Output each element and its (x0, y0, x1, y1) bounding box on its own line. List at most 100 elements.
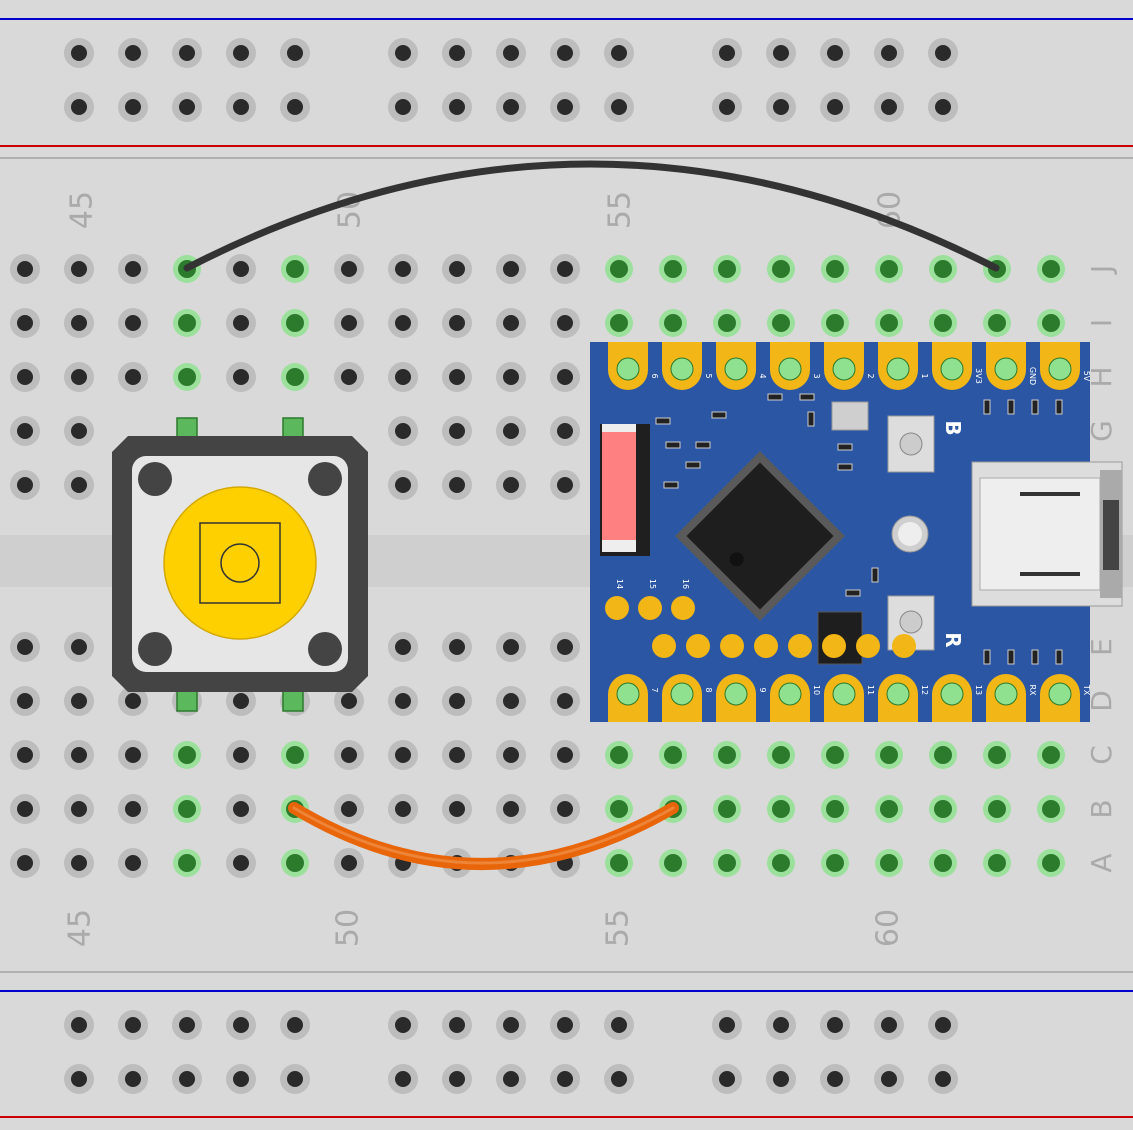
breadboard-hole[interactable] (1037, 849, 1065, 877)
breadboard-hole[interactable] (10, 848, 40, 878)
breadboard-hole[interactable] (173, 309, 201, 337)
breadboard-hole[interactable] (983, 849, 1011, 877)
breadboard-hole[interactable] (334, 254, 364, 284)
pushbutton-cap[interactable] (163, 486, 317, 640)
rail-hole[interactable] (442, 1064, 472, 1094)
breadboard-hole[interactable] (605, 795, 633, 823)
breadboard-hole[interactable] (334, 362, 364, 392)
breadboard-hole[interactable] (334, 794, 364, 824)
breadboard-hole[interactable] (281, 309, 309, 337)
breadboard-hole[interactable] (10, 686, 40, 716)
breadboard-hole[interactable] (388, 362, 418, 392)
breadboard-hole[interactable] (929, 255, 957, 283)
breadboard-hole[interactable] (713, 849, 741, 877)
breadboard-hole[interactable] (442, 254, 472, 284)
rail-hole[interactable] (604, 92, 634, 122)
breadboard-hole[interactable] (659, 741, 687, 769)
rail-hole[interactable] (280, 1064, 310, 1094)
breadboard-hole[interactable] (388, 308, 418, 338)
breadboard-hole[interactable] (713, 741, 741, 769)
breadboard-hole[interactable] (496, 416, 526, 446)
breadboard-hole[interactable] (388, 794, 418, 824)
rail-hole[interactable] (712, 1010, 742, 1040)
breadboard-hole[interactable] (334, 686, 364, 716)
breadboard-hole[interactable] (875, 795, 903, 823)
rail-hole[interactable] (64, 1064, 94, 1094)
breadboard-hole[interactable] (173, 849, 201, 877)
rail-hole[interactable] (820, 38, 850, 68)
rail-hole[interactable] (280, 38, 310, 68)
rail-hole[interactable] (118, 92, 148, 122)
breadboard-hole[interactable] (226, 308, 256, 338)
breadboard-hole[interactable] (281, 363, 309, 391)
breadboard-hole[interactable] (550, 308, 580, 338)
rail-hole[interactable] (604, 1010, 634, 1040)
rail-hole[interactable] (604, 38, 634, 68)
rail-hole[interactable] (766, 1010, 796, 1040)
rail-hole[interactable] (172, 1064, 202, 1094)
breadboard-hole[interactable] (821, 741, 849, 769)
rail-hole[interactable] (442, 1010, 472, 1040)
side-pin-pad[interactable] (638, 596, 662, 620)
breadboard-hole[interactable] (10, 740, 40, 770)
breadboard-hole[interactable] (118, 308, 148, 338)
breadboard-hole[interactable] (496, 362, 526, 392)
breadboard-hole[interactable] (550, 794, 580, 824)
breadboard-hole[interactable] (659, 849, 687, 877)
rail-hole[interactable] (118, 1064, 148, 1094)
breadboard-hole[interactable] (929, 741, 957, 769)
breadboard-hole[interactable] (226, 686, 256, 716)
rail-hole[interactable] (604, 1064, 634, 1094)
breadboard-hole[interactable] (442, 632, 472, 662)
rail-hole[interactable] (874, 92, 904, 122)
breadboard-hole[interactable] (10, 794, 40, 824)
breadboard-hole[interactable] (64, 686, 94, 716)
breadboard-hole[interactable] (442, 686, 472, 716)
breadboard-hole[interactable] (388, 632, 418, 662)
breadboard-hole[interactable] (10, 362, 40, 392)
rail-hole[interactable] (496, 1064, 526, 1094)
breadboard-hole[interactable] (767, 255, 795, 283)
breadboard-hole[interactable] (821, 849, 849, 877)
rail-hole[interactable] (226, 92, 256, 122)
breadboard-hole[interactable] (442, 470, 472, 500)
breadboard-hole[interactable] (64, 632, 94, 662)
rail-hole[interactable] (226, 1010, 256, 1040)
breadboard-hole[interactable] (767, 849, 795, 877)
breadboard-hole[interactable] (118, 794, 148, 824)
breadboard-hole[interactable] (281, 741, 309, 769)
breadboard-hole[interactable] (550, 254, 580, 284)
rail-hole[interactable] (712, 38, 742, 68)
breadboard-hole[interactable] (226, 740, 256, 770)
breadboard-hole[interactable] (226, 794, 256, 824)
rail-hole[interactable] (64, 1010, 94, 1040)
rail-hole[interactable] (172, 92, 202, 122)
breadboard-hole[interactable] (550, 686, 580, 716)
breadboard-hole[interactable] (226, 362, 256, 392)
breadboard-hole[interactable] (550, 470, 580, 500)
breadboard-hole[interactable] (875, 309, 903, 337)
rail-hole[interactable] (874, 38, 904, 68)
rail-hole[interactable] (550, 38, 580, 68)
breadboard-hole[interactable] (173, 741, 201, 769)
breadboard-hole[interactable] (713, 795, 741, 823)
breadboard-hole[interactable] (118, 740, 148, 770)
rail-hole[interactable] (550, 1064, 580, 1094)
rail-hole[interactable] (64, 38, 94, 68)
breadboard-hole[interactable] (605, 741, 633, 769)
breadboard-hole[interactable] (64, 308, 94, 338)
rail-hole[interactable] (820, 92, 850, 122)
breadboard-hole[interactable] (64, 470, 94, 500)
rail-hole[interactable] (874, 1064, 904, 1094)
breadboard-hole[interactable] (64, 416, 94, 446)
breadboard-hole[interactable] (929, 309, 957, 337)
breadboard-hole[interactable] (659, 309, 687, 337)
side-pin-pad[interactable] (605, 596, 629, 620)
rail-hole[interactable] (496, 92, 526, 122)
breadboard-hole[interactable] (605, 309, 633, 337)
rail-hole[interactable] (766, 38, 796, 68)
breadboard-hole[interactable] (550, 362, 580, 392)
breadboard-hole[interactable] (767, 741, 795, 769)
breadboard-hole[interactable] (550, 632, 580, 662)
breadboard-hole[interactable] (496, 794, 526, 824)
